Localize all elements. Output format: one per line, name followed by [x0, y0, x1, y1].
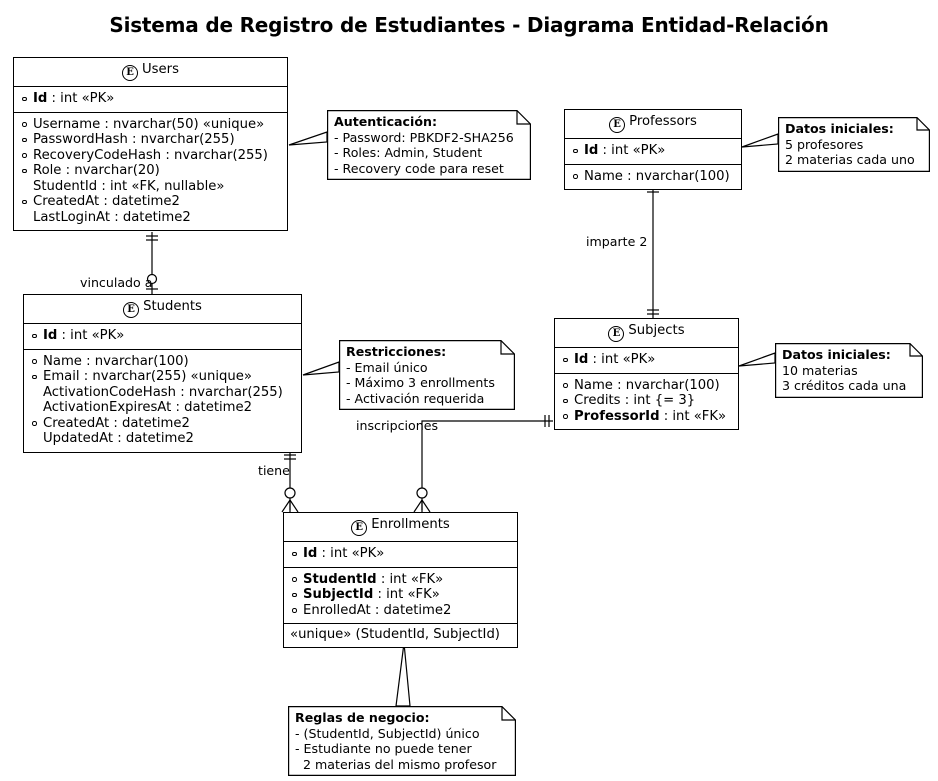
note-line: 2 materias cada uno	[785, 152, 915, 167]
note-line: - Roles: Admin, Student	[334, 145, 483, 160]
attribute-row: SubjectId : int «FK»	[290, 587, 511, 603]
entity-stereotype-icon: E	[123, 302, 140, 318]
note-line: 10 materias	[782, 362, 858, 378]
entity-users-title: Users	[142, 62, 179, 77]
note-line: - Password: PBKDF2-SHA256	[334, 129, 514, 145]
note-line: 3 créditos cada una	[782, 378, 907, 393]
attribute-row: UpdatedAt : datetime2	[43, 431, 194, 446]
note-datos-iniciales-profesores: Datos iniciales: 5 profesores 2 materias…	[778, 117, 930, 172]
note-heading: Reglas de negocio:	[295, 710, 430, 725]
note-line: - Máximo 3 enrollments	[346, 375, 495, 390]
attribute-row: CreatedAt : datetime2	[30, 416, 295, 432]
entity-subjects-attributes: Name : nvarchar(100) Credits : int {= 3}…	[555, 374, 738, 430]
entity-stereotype-icon: E	[608, 326, 625, 342]
note-heading: Autenticación:	[334, 114, 437, 129]
entity-subjects-pk-section: Id : int «PK»	[555, 348, 738, 374]
attribute-row: LastLoginAt : datetime2	[33, 209, 191, 225]
entity-professors-title: Professors	[629, 114, 697, 129]
entity-enrollments-title: Enrollments	[371, 517, 450, 532]
entity-subjects-title: Subjects	[628, 323, 685, 338]
note-heading: Datos iniciales:	[785, 121, 894, 136]
attribute-row: StudentId : int «FK, nullable»	[33, 178, 225, 194]
entity-users-pk-section: Id : int «PK»	[14, 87, 287, 113]
attribute-row: Id : int «PK»	[571, 143, 735, 159]
note-line: - Estudiante no puede tener	[295, 741, 472, 756]
note-datos-iniciales-materias: Datos iniciales: 10 materias 3 créditos …	[775, 343, 923, 398]
entity-students-title: Students	[143, 299, 202, 314]
entity-stereotype-icon: E	[609, 117, 626, 133]
attribute-row: Id : int «PK»	[20, 91, 281, 107]
attribute-row: Role : nvarchar(20)	[20, 163, 281, 179]
attribute-row: Email : nvarchar(255) «unique»	[30, 369, 295, 385]
note-autenticacion: Autenticación: - Password: PBKDF2-SHA256…	[327, 110, 531, 180]
note-restricciones: Restricciones: - Email único - Máximo 3 …	[339, 340, 515, 410]
note-line: 5 profesores	[785, 136, 864, 152]
note-line: 2 materias del mismo profesor	[295, 756, 497, 772]
anchor-subjects-datos	[738, 352, 776, 367]
attribute-row: Id : int «PK»	[561, 352, 732, 368]
relationship-label-tiene: tiene	[258, 463, 290, 478]
connector-students-enrollments	[281, 451, 299, 513]
attribute-row: Name : nvarchar(100)	[30, 354, 295, 370]
attribute-row: Name : nvarchar(100)	[571, 169, 735, 185]
attribute-row: PasswordHash : nvarchar(255)	[20, 132, 281, 148]
entity-enrollments-pk-section: Id : int «PK»	[284, 542, 517, 568]
entity-students-attributes: Name : nvarchar(100) Email : nvarchar(25…	[24, 350, 301, 452]
anchor-professors-datos	[741, 133, 779, 148]
attribute-row: ActivationExpiresAt : datetime2	[43, 400, 253, 415]
note-line: - Email único	[346, 359, 428, 375]
entity-stereotype-icon: E	[351, 520, 368, 536]
entity-students-pk-section: Id : int «PK»	[24, 324, 301, 350]
note-line: - Recovery code para reset	[334, 160, 504, 176]
attribute-row: Id : int «PK»	[30, 328, 295, 344]
entity-professors-attributes: Name : nvarchar(100)	[565, 165, 741, 190]
entity-stereotype-icon: E	[122, 65, 139, 81]
note-heading: Restricciones:	[346, 344, 447, 359]
attribute-row: CreatedAt : datetime2	[20, 194, 281, 210]
page-title: Sistema de Registro de Estudiantes - Dia…	[109, 13, 829, 37]
relationship-label-inscripciones: inscripciones	[356, 418, 439, 433]
relationship-label-vinculado-a: vinculado a	[80, 275, 153, 290]
attribute-row: StudentId : int «FK»	[290, 572, 511, 588]
attribute-row: ProfessorId : int «FK»	[561, 409, 732, 425]
anchor-restricciones-students	[302, 361, 340, 376]
entity-users-attributes: Username : nvarchar(50) «unique» Passwor…	[14, 113, 287, 231]
anchor-autenticacion-users	[288, 131, 328, 146]
attribute-row: RecoveryCodeHash : nvarchar(255)	[20, 148, 281, 164]
anchor-enrollments-reglas	[395, 642, 411, 707]
note-reglas-de-negocio: Reglas de negocio: - (StudentId, Subject…	[288, 706, 516, 776]
attribute-row: Id : int «PK»	[290, 546, 511, 562]
entity-enrollments-constraint: «unique» (StudentId, SubjectId)	[290, 627, 500, 642]
note-line: - Activación requerida	[346, 390, 485, 406]
note-heading: Datos iniciales:	[782, 347, 891, 362]
relationship-label-imparte-2: imparte 2	[586, 234, 648, 249]
connector-professors-subjects	[647, 184, 659, 320]
attribute-row: EnrolledAt : datetime2	[290, 603, 511, 619]
entity-professors-pk-section: Id : int «PK»	[565, 139, 741, 165]
attribute-row: Username : nvarchar(50) «unique»	[20, 117, 281, 133]
entity-enrollments-attributes: StudentId : int «FK» SubjectId : int «FK…	[284, 568, 517, 624]
attribute-row: Credits : int {= 3}	[561, 393, 732, 409]
attribute-row: Name : nvarchar(100)	[561, 378, 732, 394]
attribute-row: ActivationCodeHash : nvarchar(255)	[43, 384, 283, 400]
note-line: - (StudentId, SubjectId) único	[295, 725, 480, 741]
